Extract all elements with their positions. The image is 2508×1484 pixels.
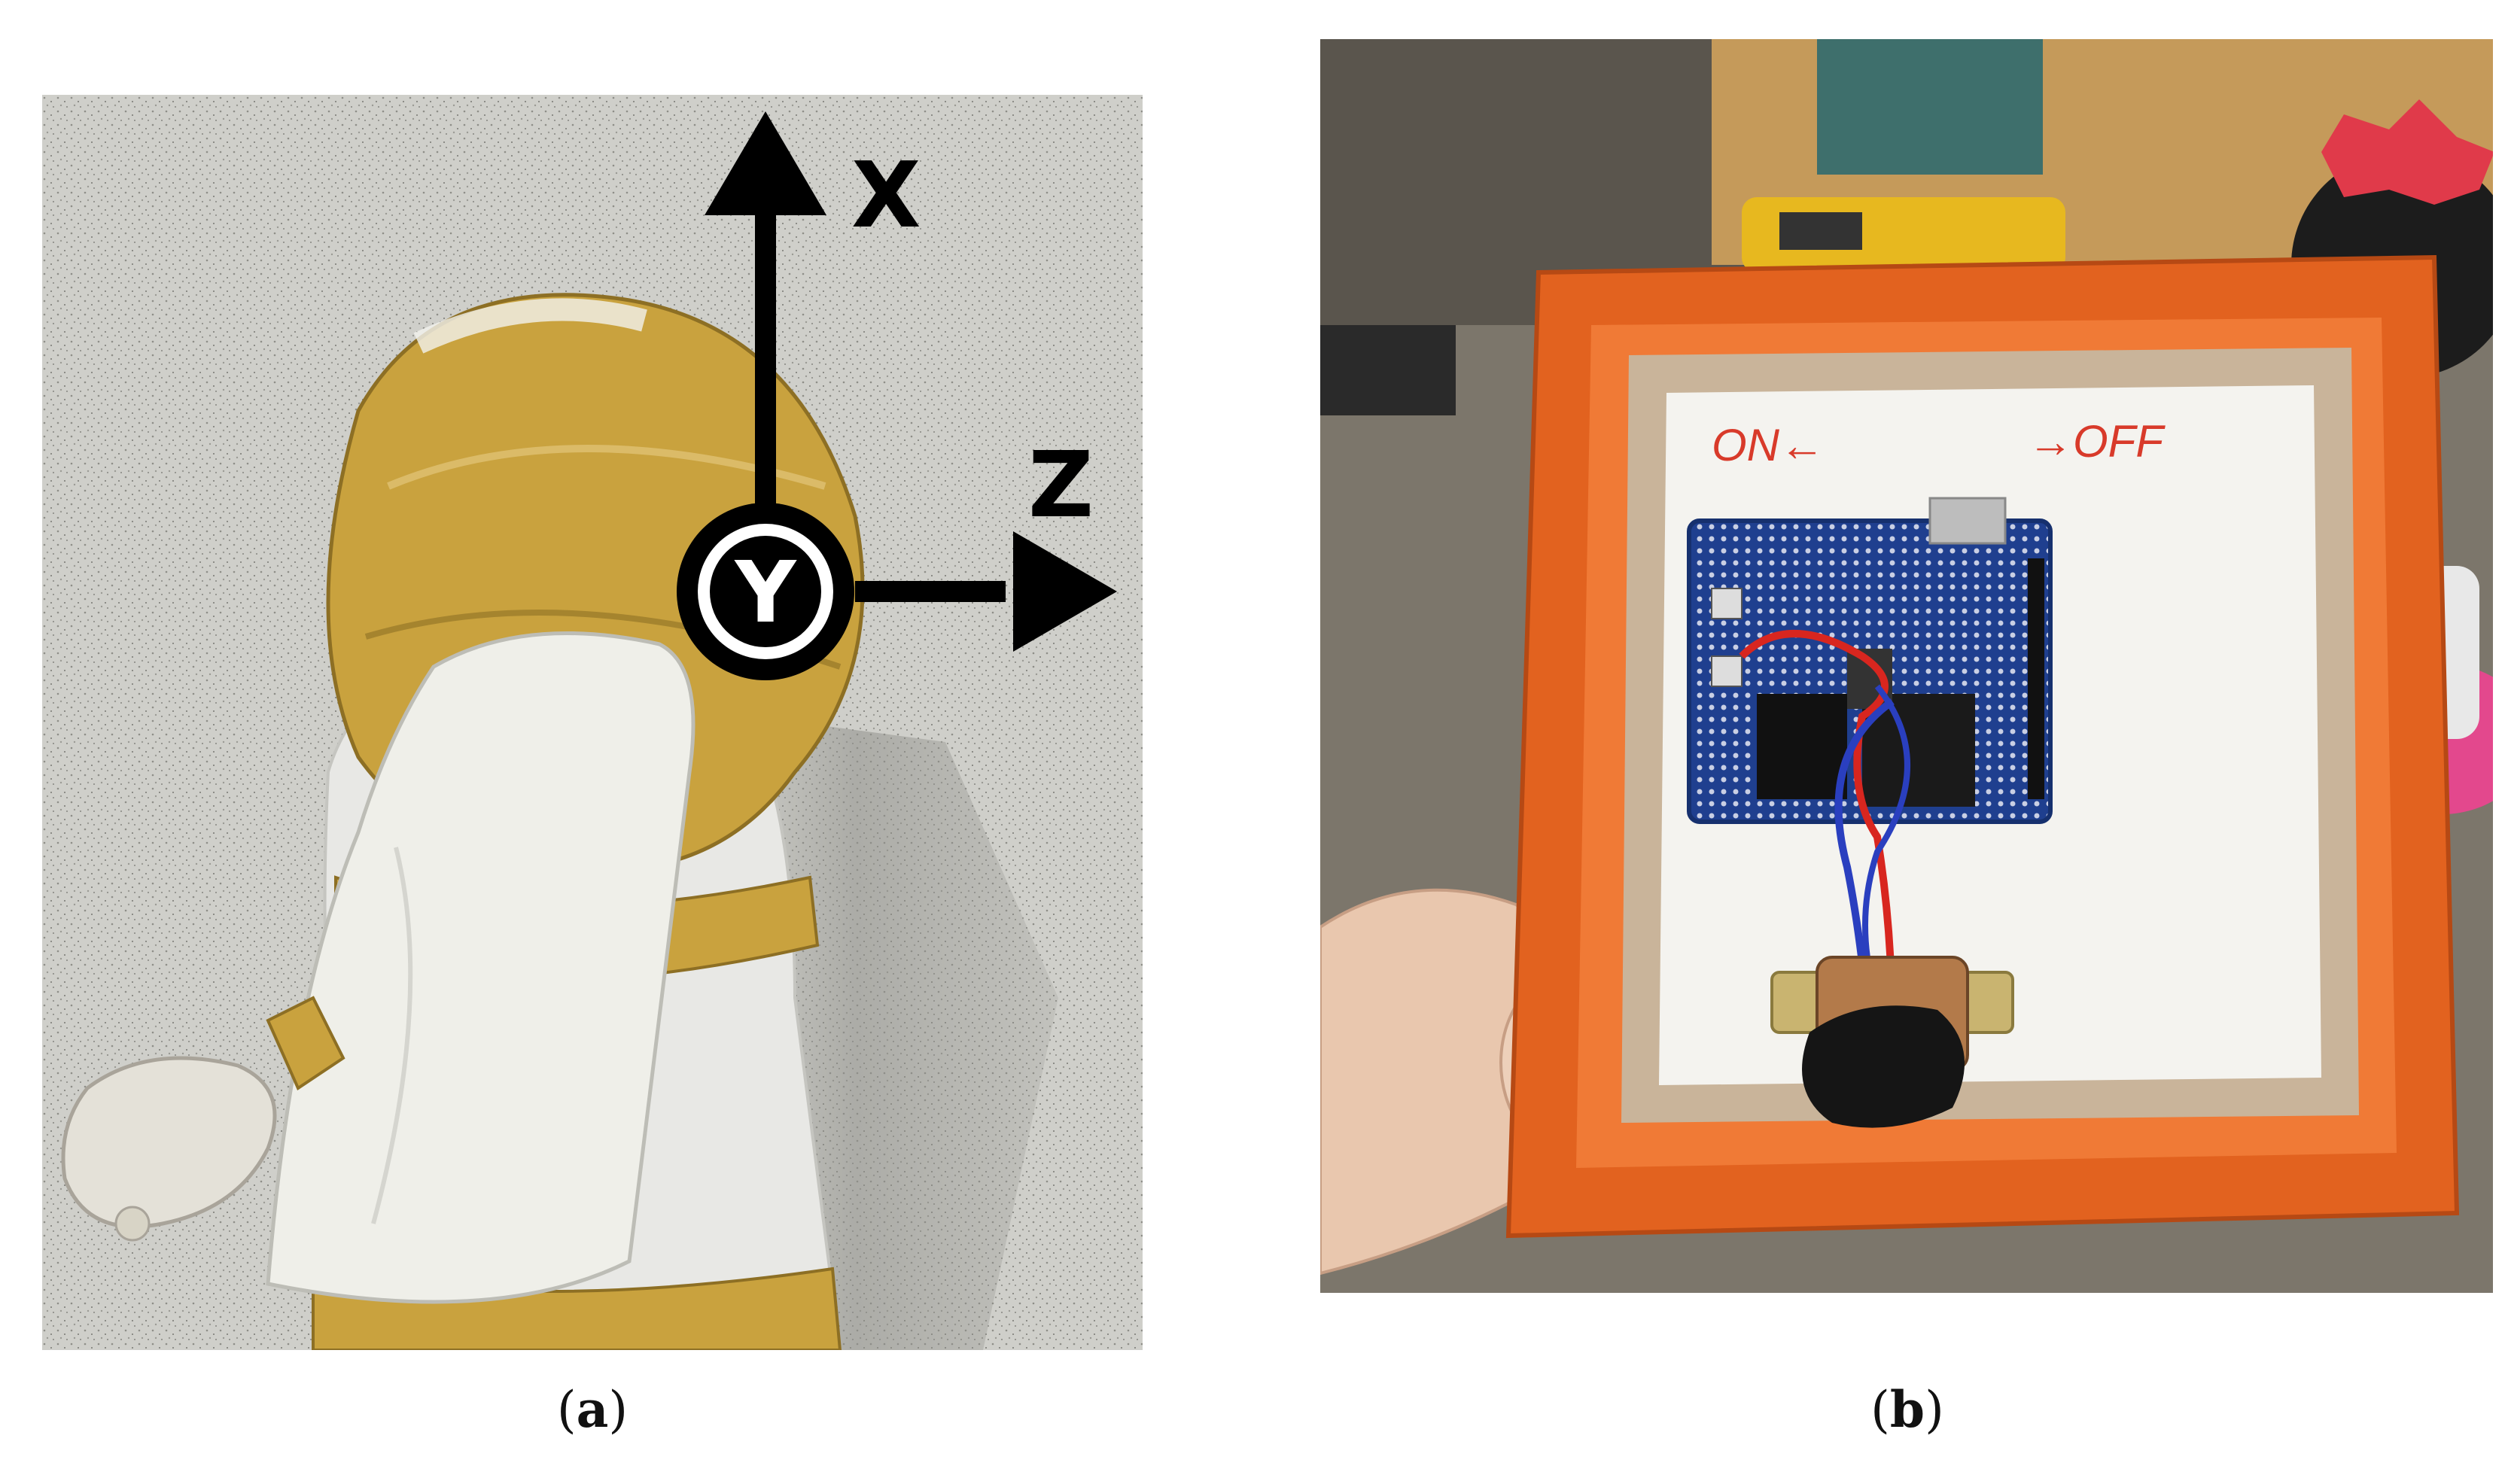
off-label: →OFF [2028,416,2166,467]
caption-b-open: ( [1870,1381,1890,1439]
caption-a-close: ) [608,1381,629,1439]
on-label: ON← [1712,420,1825,470]
x-axis-label: X [851,144,921,248]
cloth-covered-arm [266,631,695,1304]
pin-header [2028,558,2044,799]
caption-b-close: ) [1925,1381,1944,1439]
y-axis-label: Y [733,544,797,642]
arduino-proto-shield [1687,497,2053,824]
caption-b: (b) [1825,1380,1990,1439]
header-block-left [1757,694,1847,799]
x-axis-arrowhead [705,111,826,215]
red-printed-part [2321,99,2493,205]
chair-wheel [1320,325,1456,415]
photo-electronics-box: ON← →OFF [1320,39,2493,1293]
usb-connector [1928,497,2007,545]
caption-a-open: ( [556,1381,577,1439]
caption-b-letter: b [1889,1380,1925,1439]
toggle-switch [1770,956,2014,1128]
photo-mannequin-arm-drawing: Y X Z [42,95,1143,1350]
reset-button [1711,588,1743,619]
caption-a-letter: a [576,1380,609,1439]
wrist-tape [266,996,345,1090]
z-axis-arrowhead [1013,531,1117,652]
photo-electronics-box-drawing: ON← →OFF [1320,39,2493,1293]
mannequin-hand [61,1056,277,1229]
photo-mannequin-arm: Y X Z [42,95,1143,1350]
y-axis-inner-circle [710,536,821,647]
black-sealant [1802,1005,1965,1128]
caption-a: (a) [510,1380,675,1439]
coordinate-axes: Y X Z [677,111,1117,680]
z-axis-label: Z [1028,433,1094,538]
oscilloscope [1817,39,2043,175]
